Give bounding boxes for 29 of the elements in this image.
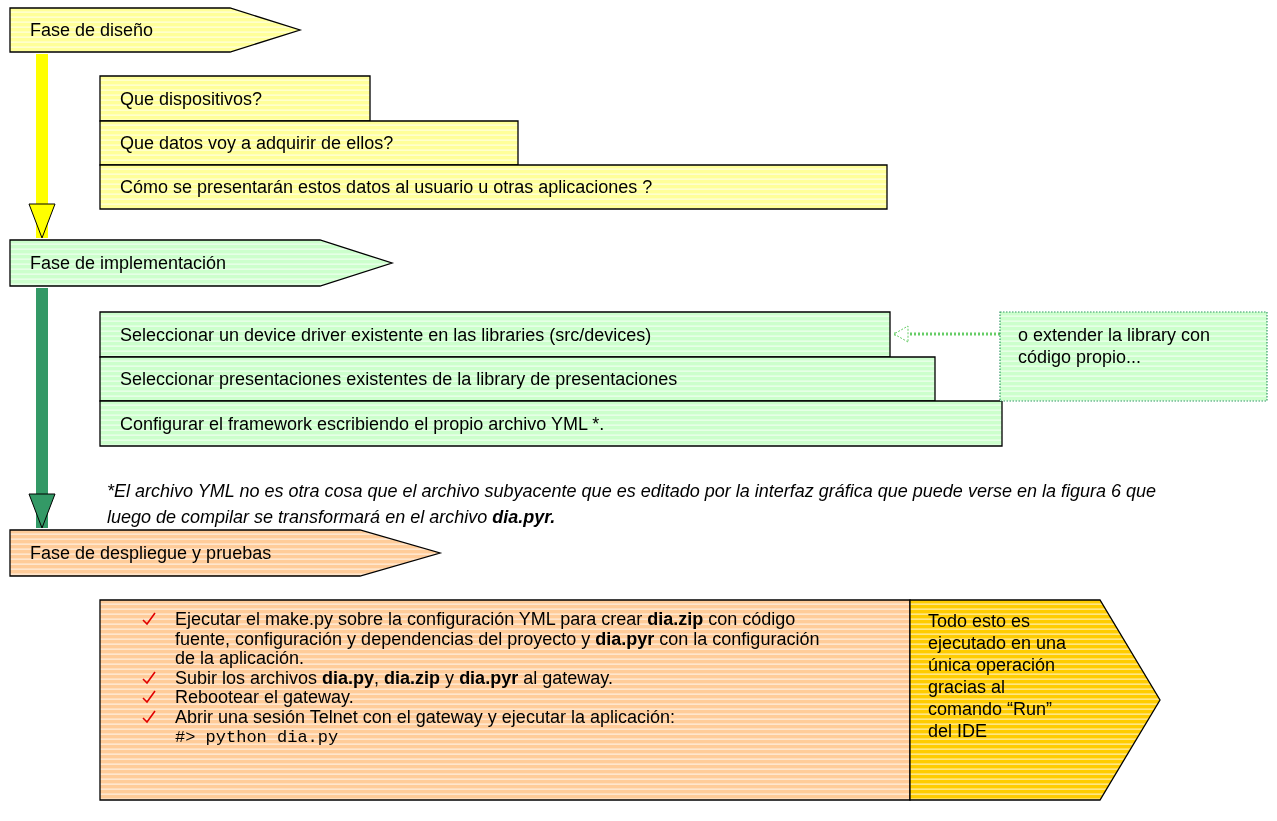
checklist-item: Abrir una sesión Telnet con el gateway y ejecutar la aplicación: <box>175 706 675 727</box>
checklist-item: Ejecutar el make.py sobre la configuración YML para crear dia.zip con código fuente, configuración y dependencias del proyecto y dia.pyr con la configuración de la aplicación. <box>175 609 820 668</box>
question-box <box>100 121 518 165</box>
phase-title: Fase de implementación <box>30 252 227 274</box>
phase-title: Fase de despliegue y pruebas <box>30 542 272 564</box>
phase-banner <box>10 240 392 286</box>
phase-banner <box>10 8 300 52</box>
code-line: #> python dia.py <box>175 728 339 747</box>
item-text: Configurar el framework escribiendo el propio archivo YML *. <box>120 413 605 435</box>
item-text: Cómo se presentarán estos datos al usuario u otras aplicaciones ? <box>120 176 653 198</box>
task-box <box>100 401 1002 446</box>
task-box <box>100 312 890 357</box>
question-box <box>100 76 370 121</box>
item-text: Que datos voy a adquirir de ellos? <box>120 132 394 154</box>
summary-arrow-box <box>910 600 1160 800</box>
checklist-panel <box>100 600 910 800</box>
item-text: Que dispositivos? <box>120 88 263 110</box>
note-box <box>1000 312 1267 401</box>
phase-title: Fase de diseño <box>30 19 154 41</box>
checklist-item: Rebootear el gateway. <box>175 687 354 707</box>
item-text: Seleccionar un device driver existente en las libraries (src/devices) <box>120 324 652 346</box>
question-box <box>100 165 887 209</box>
checklist-item: Subir los archivos dia.py, dia.zip y dia.pyr al gateway. <box>175 667 613 688</box>
task-box <box>100 357 935 401</box>
item-text: Todo esto es ejecutado en una única operación gracias al comando “Run” del IDE <box>928 610 1068 742</box>
item-text: o extender la library con código propio... <box>1018 324 1212 368</box>
phase-banner <box>10 530 440 576</box>
footnote-text: *El archivo YML no es otra cosa que el archivo subyacente que es editado por la interfaz gráfica que puede verse en la figura 6 que luego de compilar se transformará en el archivo dia.pyr. <box>107 480 1157 529</box>
item-text: Seleccionar presentaciones existentes de la library de presentaciones <box>120 368 678 390</box>
